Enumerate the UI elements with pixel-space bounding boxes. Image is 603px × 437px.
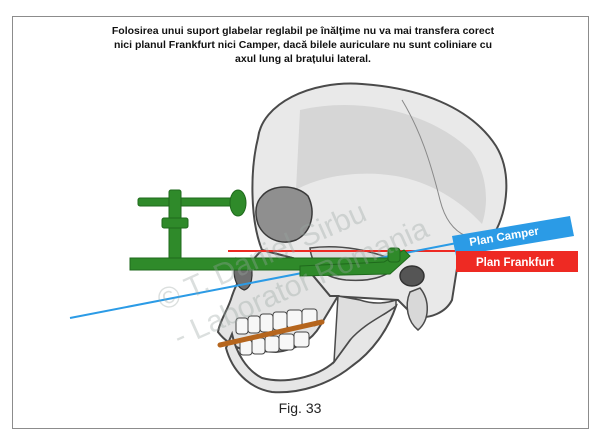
frankfurt-plane-label: Plan Frankfurt [456,251,578,272]
caption-line-2: nici planul Frankfurt nici Camper, dacă … [56,38,550,52]
glabellar-upper-arm [138,198,238,206]
caption-line-1: Folosirea unui suport glabelar reglabil … [56,24,550,38]
mastoid-process [407,288,427,330]
caption-line-3: axul lung al brațului lateral. [56,52,550,66]
svg-text:Plan Frankfurt: Plan Frankfurt [476,257,554,269]
figure-number: Fig. 33 [255,400,345,416]
ear-canal [400,266,424,286]
figure-caption: Folosirea unui suport glabelar reglabil … [56,24,550,66]
glabellar-clamp [162,218,188,228]
glabellar-pad [230,190,246,216]
